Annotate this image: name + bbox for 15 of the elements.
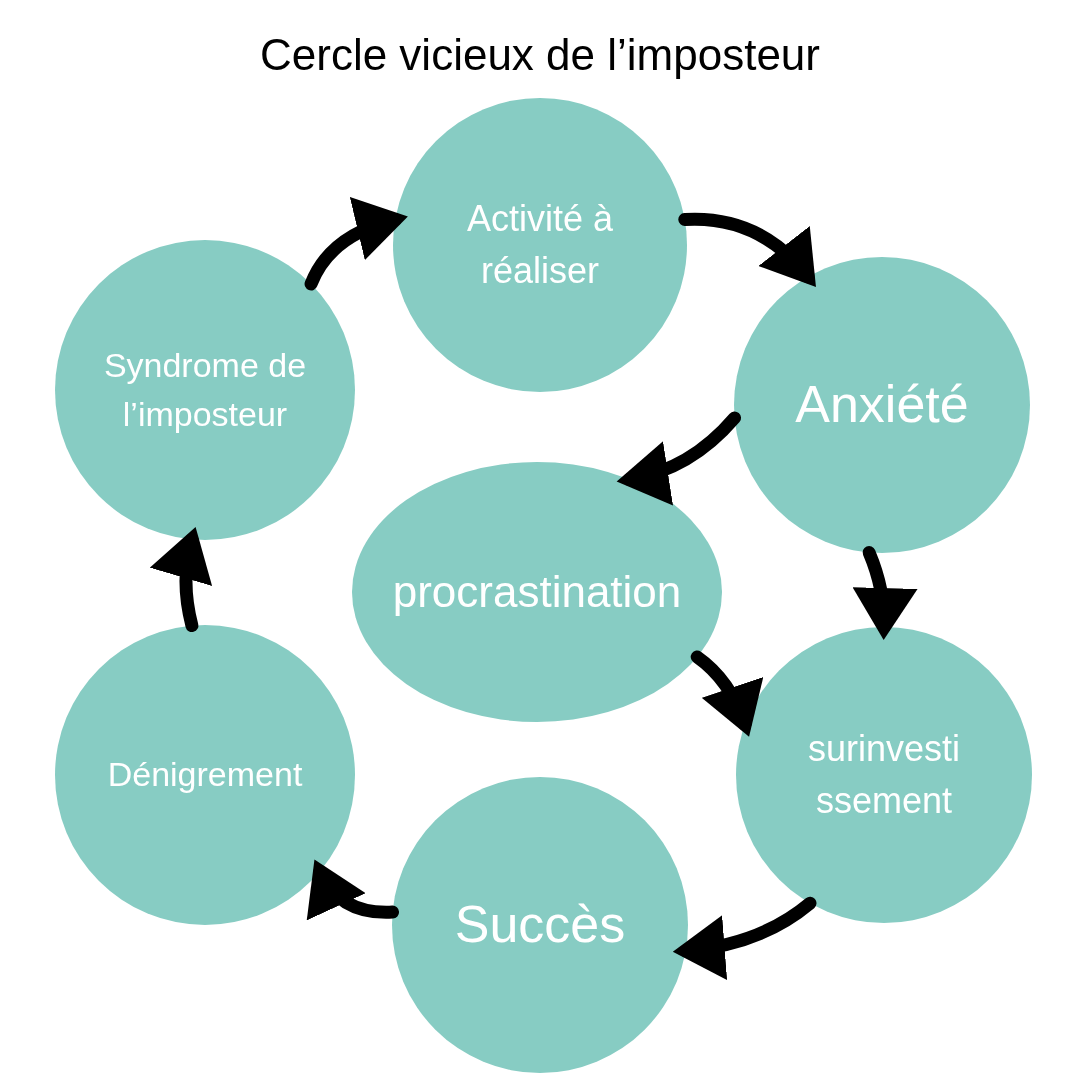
curved-arrow — [304, 198, 408, 291]
node-label: Succès — [454, 894, 626, 956]
node-label: Dénigrement — [107, 754, 303, 796]
node-label: Activité à réaliser — [465, 196, 615, 293]
node-label: procrastination — [392, 566, 682, 619]
curved-arrow — [851, 545, 917, 640]
curved-arrow — [616, 411, 742, 505]
diagram-title: Cercle vicieux de l’imposteur — [259, 29, 821, 81]
curved-arrow — [150, 526, 214, 633]
curved-arrow — [690, 650, 763, 737]
node-label: surinvesti ssement — [806, 726, 962, 823]
node-label: Syndrome de l’imposteur — [102, 344, 308, 435]
curved-arrow — [678, 212, 817, 287]
node-label: Anxiété — [795, 374, 969, 436]
curved-arrow — [672, 896, 817, 980]
